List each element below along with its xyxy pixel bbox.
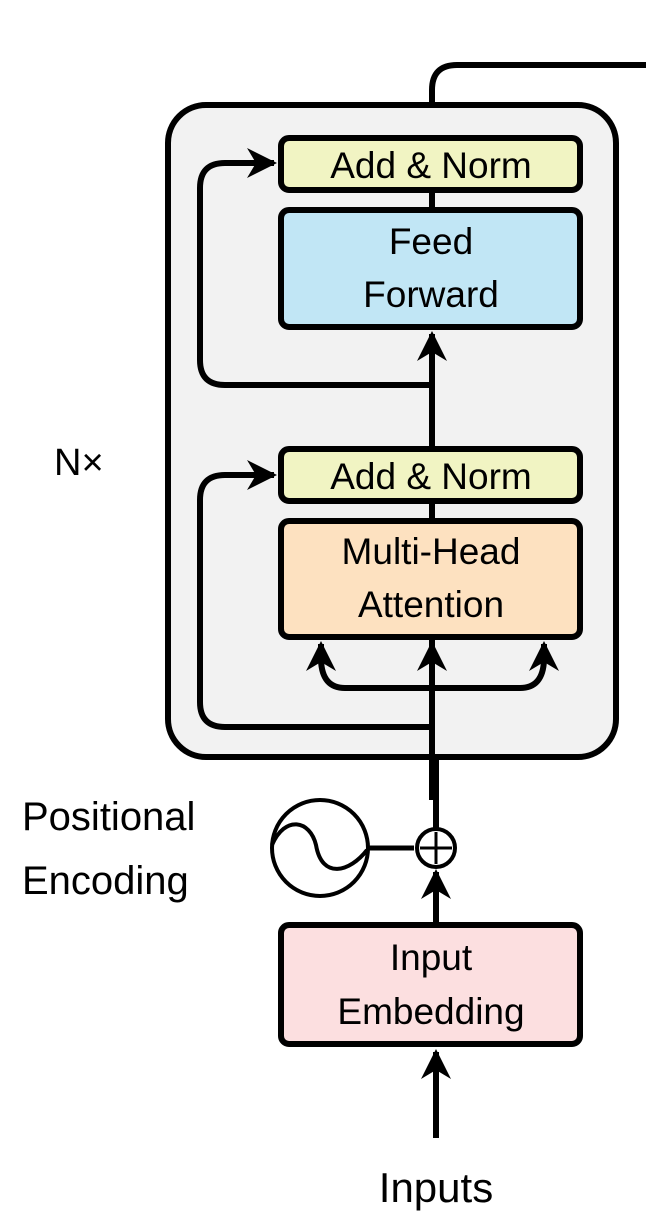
- sine-wave-icon: [270, 822, 369, 871]
- positional-encoding-label-line1: Positional: [22, 795, 195, 839]
- input-embedding-label-line2: Embedding: [337, 991, 524, 1032]
- output-connector: [429, 62, 646, 135]
- residual-connection-ff: [197, 148, 432, 388]
- mha-label-line1: Multi-Head: [342, 531, 521, 572]
- multi-head-attention-block: [278, 518, 583, 640]
- input-embedding-label-line1: Input: [390, 937, 473, 978]
- add-norm-bottom-block: [278, 446, 583, 504]
- inputs-label: Inputs: [379, 1164, 493, 1211]
- attention-input-k: [432, 641, 559, 691]
- repeat-count-label: N×: [54, 442, 104, 484]
- add-norm-top-block: [278, 135, 583, 193]
- feed-forward-label-line2: Forward: [363, 274, 499, 315]
- feed-forward-label-line1: Feed: [389, 221, 473, 262]
- add-norm-top-label: Add & Norm: [330, 145, 532, 186]
- positional-encoding-label-line2: Encoding: [22, 859, 189, 903]
- input-embedding-block: [278, 922, 583, 1047]
- positional-encoding-sine-icon: [270, 798, 370, 898]
- feed-forward-block: [278, 207, 583, 330]
- encoder-layer-container: [165, 102, 619, 760]
- mha-label-line2: Attention: [358, 584, 504, 625]
- add-norm-bottom-label: Add & Norm: [330, 456, 532, 497]
- attention-input-q: [306, 641, 432, 691]
- residual-connection-attention: [197, 460, 432, 730]
